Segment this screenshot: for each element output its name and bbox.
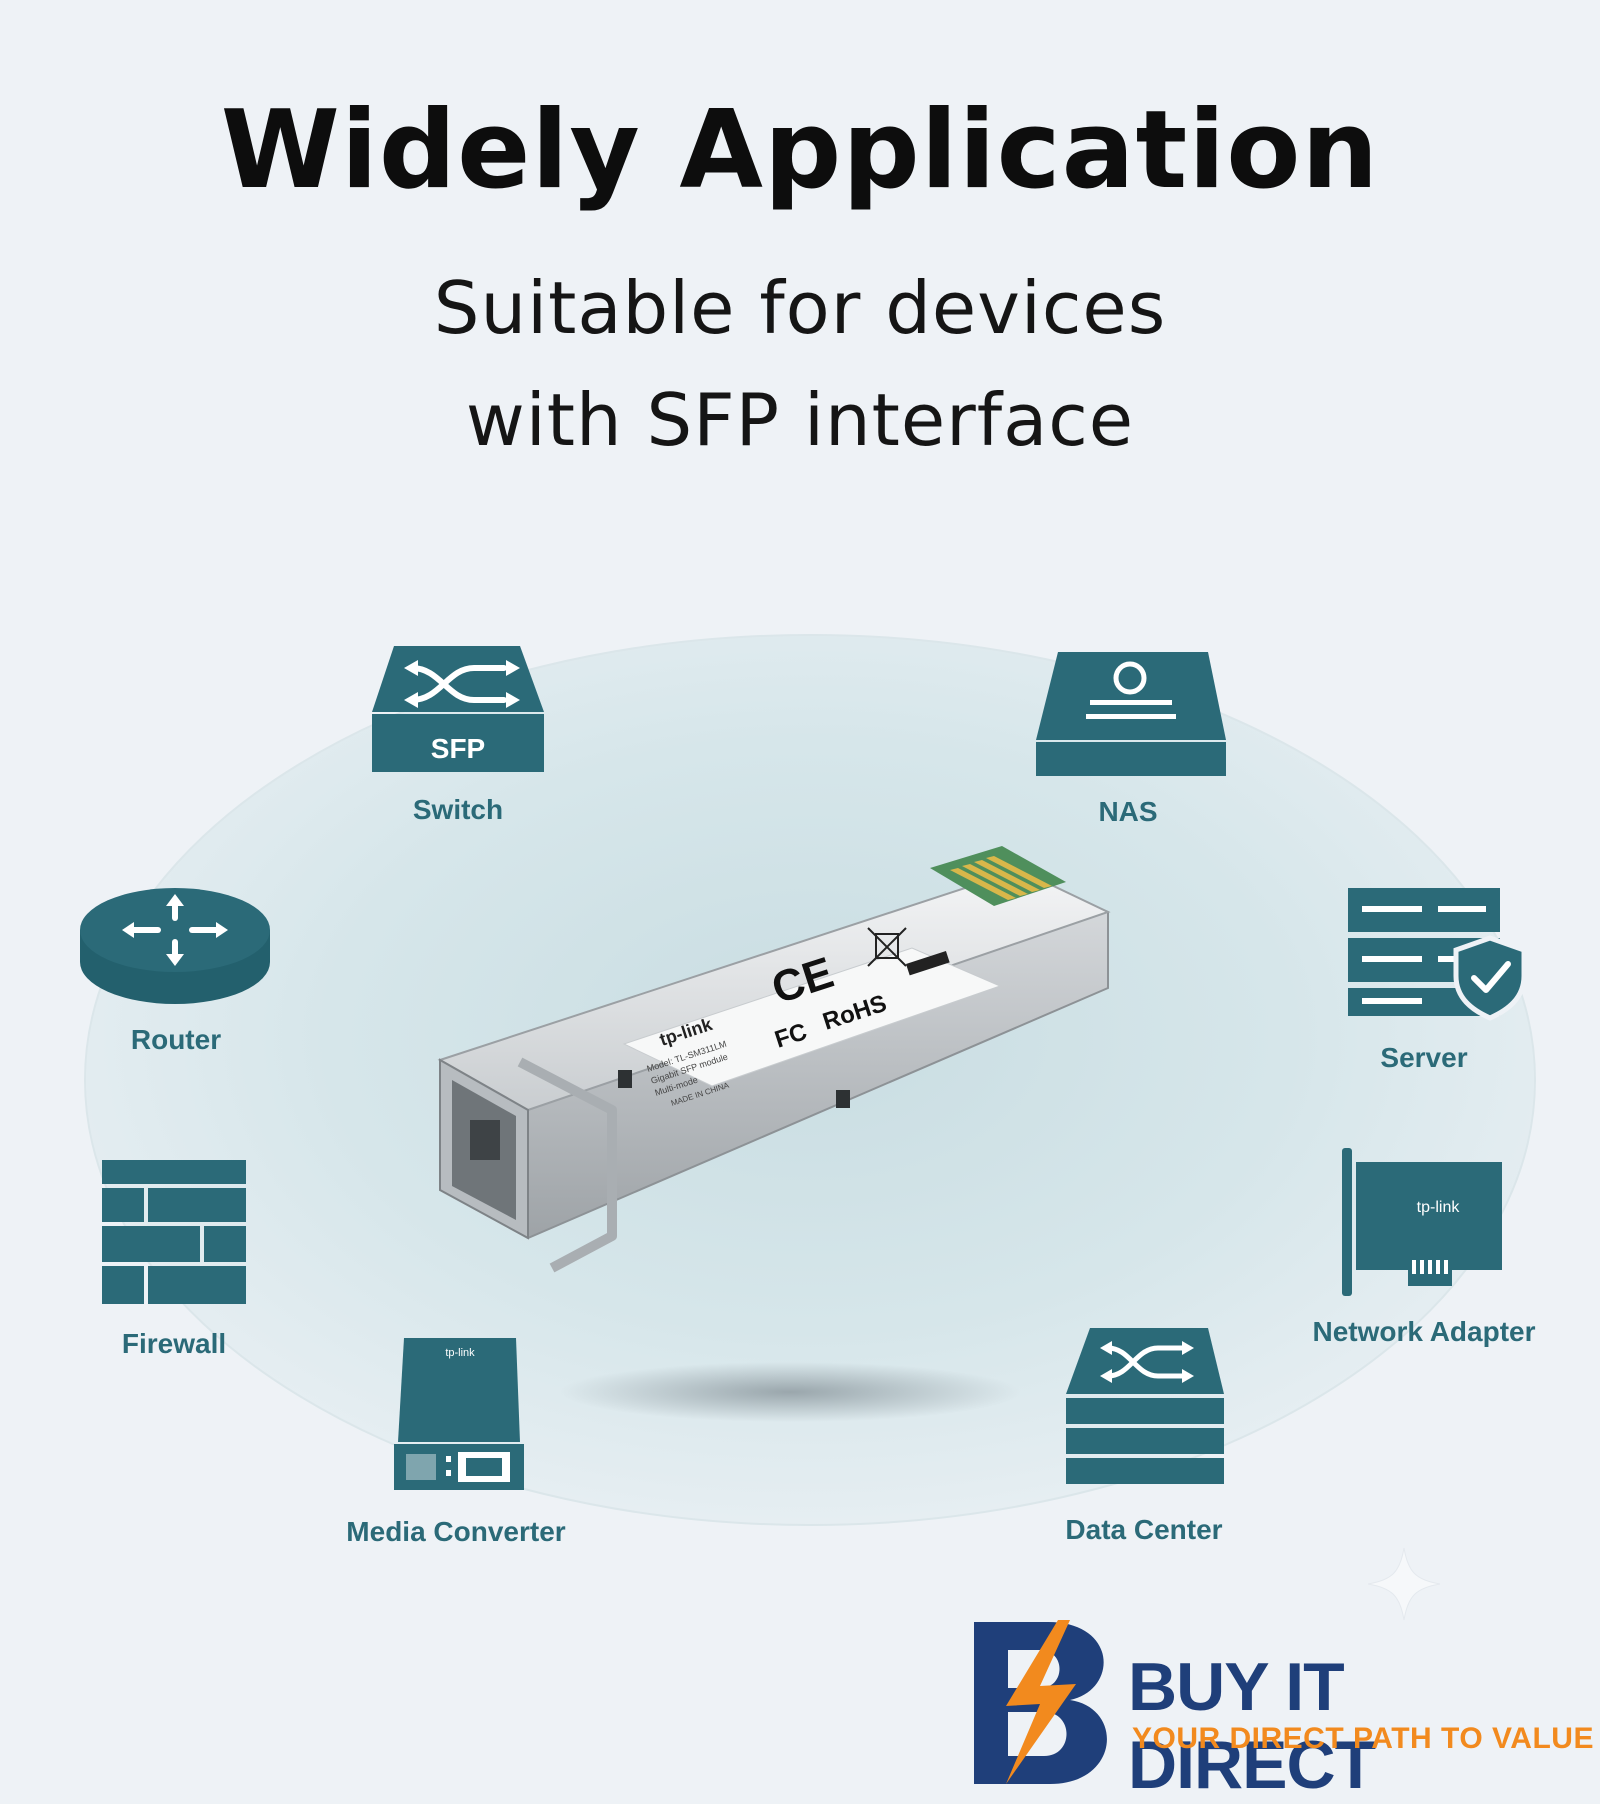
router-label: Router <box>130 1024 222 1055</box>
media-converter-logo-text: tp-link <box>445 1347 475 1359</box>
page-subtitle-line-1: Suitable for devices <box>433 266 1167 350</box>
server-icon <box>1348 888 1527 1021</box>
module-shadow <box>560 1362 1020 1422</box>
network-adapter-icon <box>1342 1148 1502 1296</box>
switch-icon <box>372 646 544 772</box>
network-adapter-logo-text: tp-link <box>1417 1199 1461 1216</box>
switch-label: Switch <box>412 794 504 825</box>
nas-label: NAS <box>1098 796 1158 827</box>
firewall-icon <box>102 1160 246 1304</box>
data-center-label: Data Center <box>1065 1514 1223 1545</box>
page-title: Widely Application <box>220 88 1380 213</box>
sfp-module-image <box>437 846 1111 1273</box>
server-label: Server <box>1380 1042 1468 1073</box>
data-center-icon <box>1066 1328 1224 1484</box>
brand-tagline: YOUR DIRECT PATH TO VALUE <box>1132 1722 1594 1755</box>
sparkle-icon <box>1367 1547 1441 1621</box>
media-converter-label: Media Converter <box>346 1516 566 1547</box>
nas-icon <box>1036 652 1226 776</box>
firewall-label: Firewall <box>121 1328 227 1359</box>
switch-badge: SFP <box>431 733 485 764</box>
media-converter-icon <box>394 1338 524 1490</box>
network-adapter-label: Network Adapter <box>1312 1316 1536 1347</box>
router-icon <box>80 888 270 1004</box>
brand-logo-icon <box>974 1620 1107 1784</box>
page-subtitle-line-2: with SFP interface <box>465 378 1135 462</box>
weee-bin-icon <box>867 927 950 976</box>
